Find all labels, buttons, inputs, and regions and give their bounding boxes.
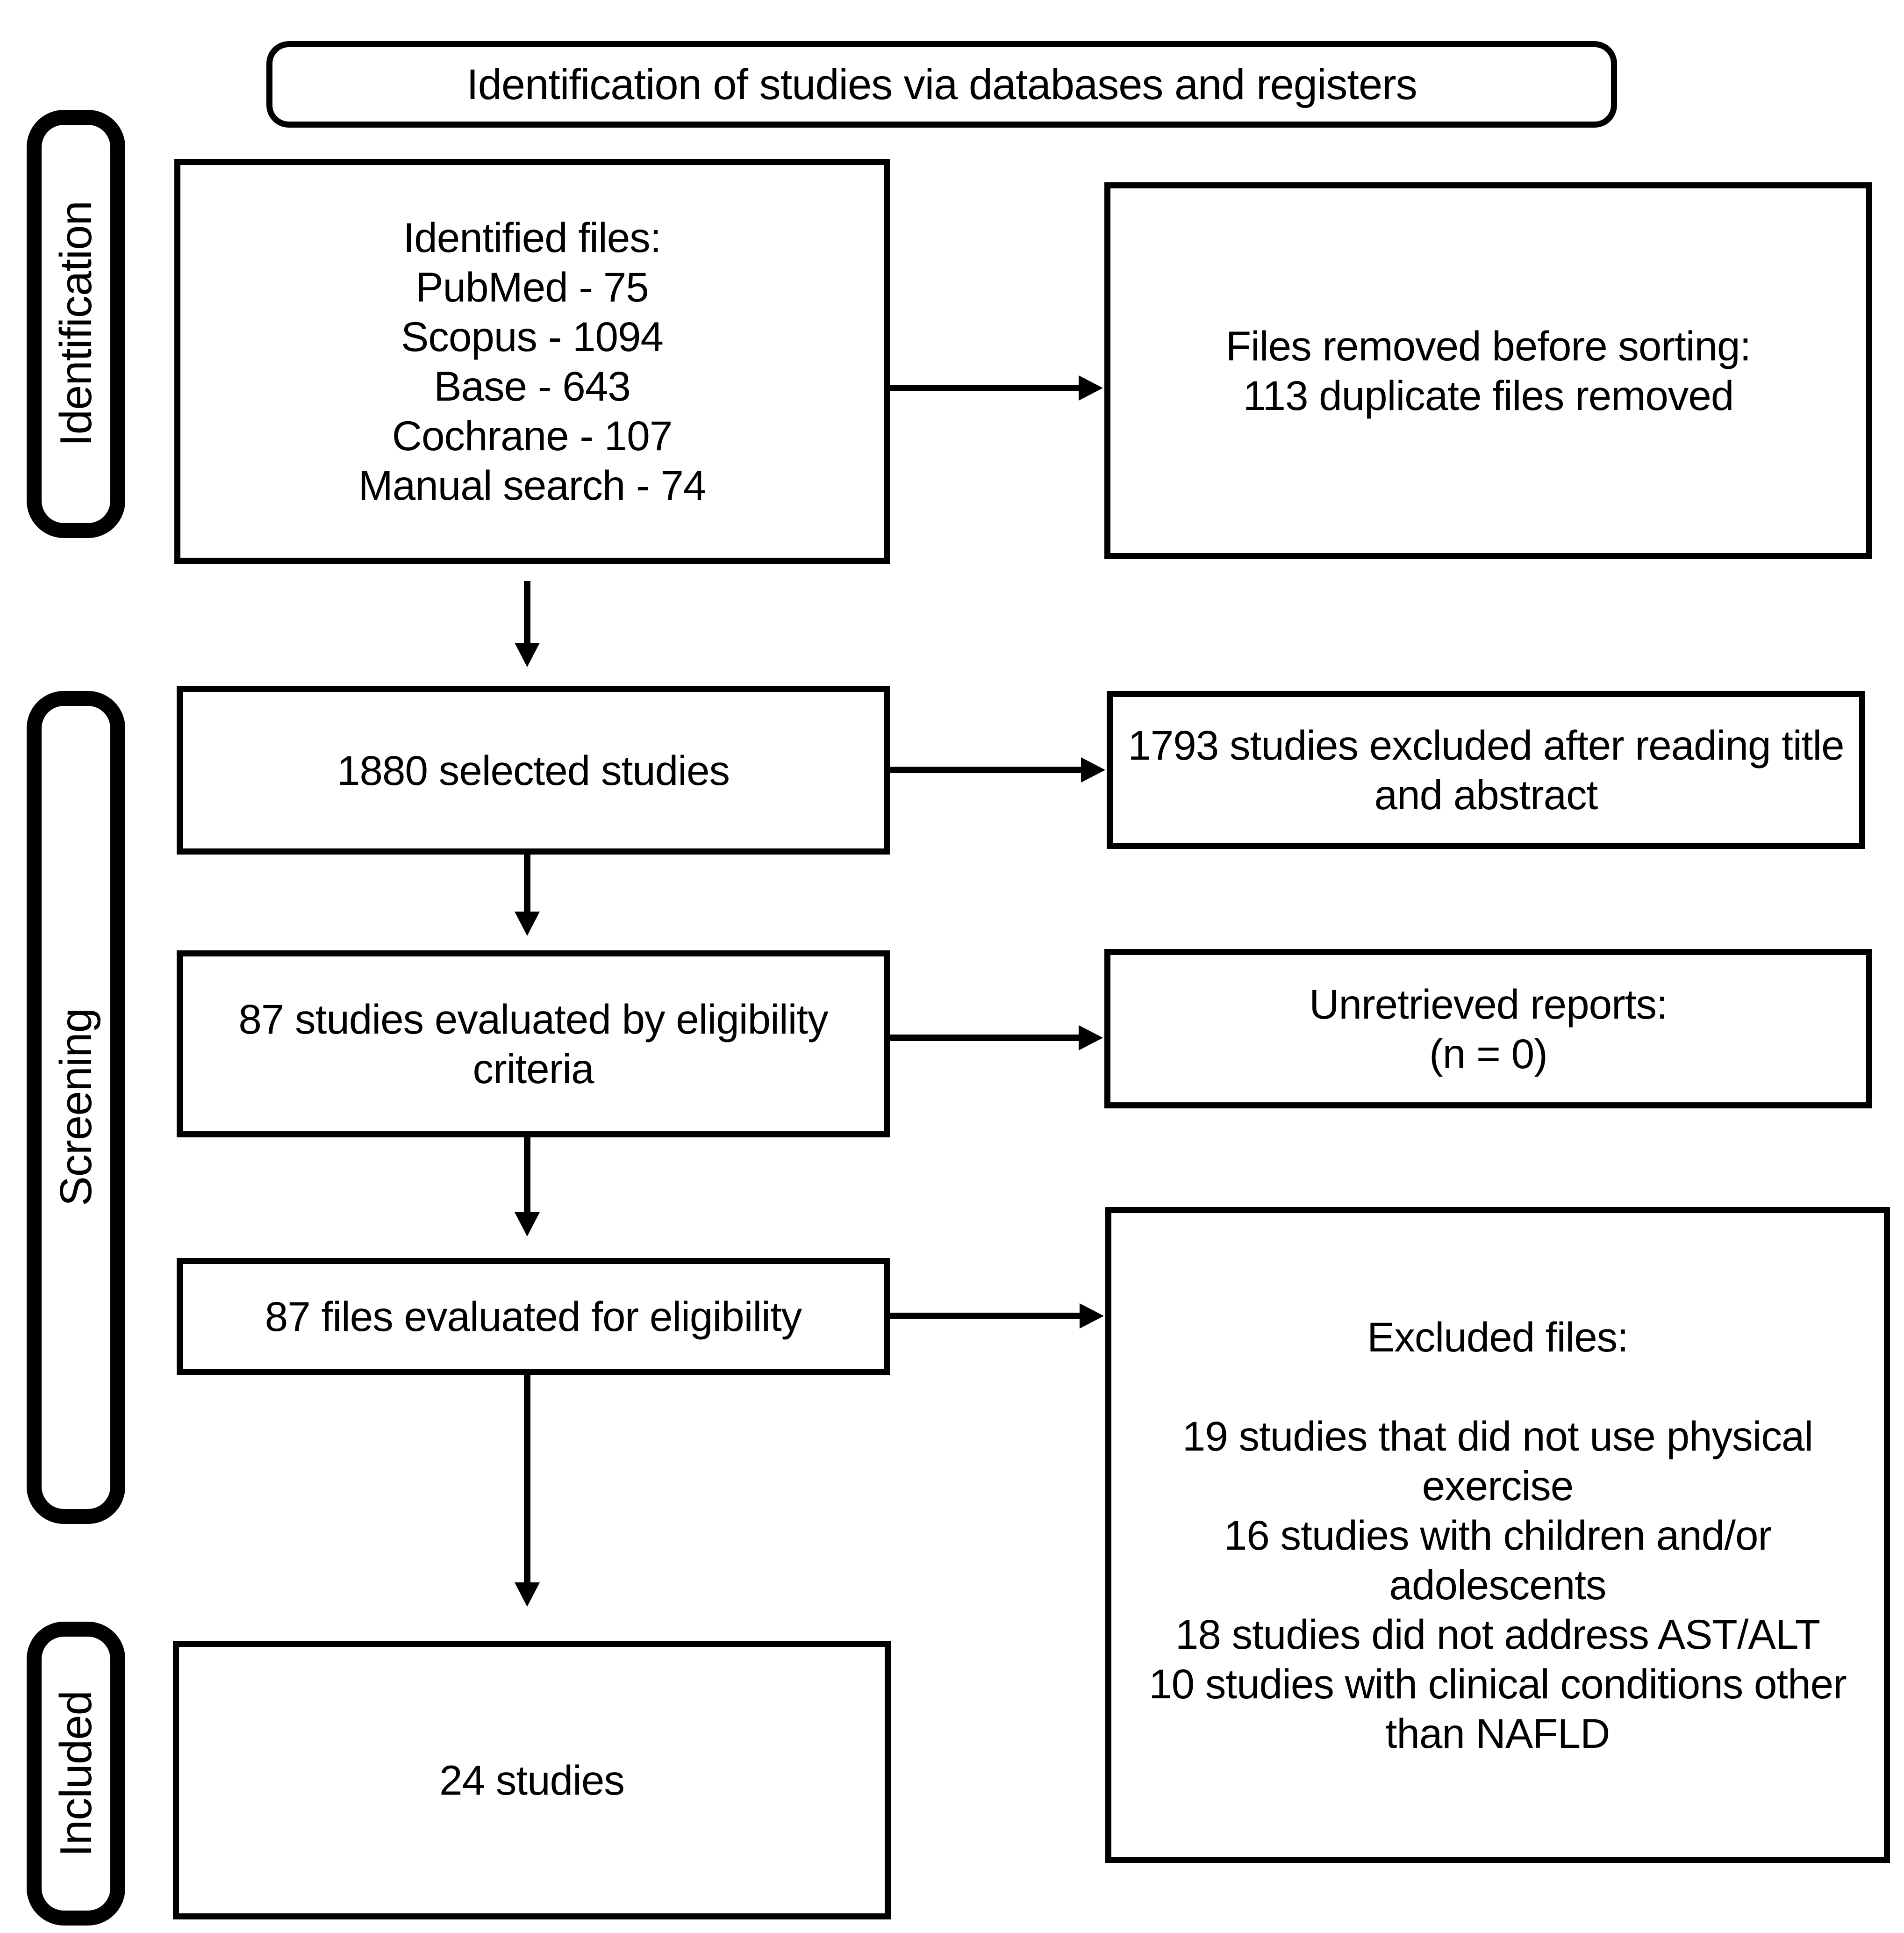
- box-unretrieved-reports-text: Unretrieved reports: (n = 0): [1309, 980, 1668, 1077]
- arrow-right-icon: [1080, 1303, 1104, 1329]
- box-excluded-files: Excluded files: 19 studies that did not …: [1105, 1207, 1890, 1863]
- box-excluded-title-abstract-text: 1793 studies excluded after reading titl…: [1128, 722, 1844, 818]
- stage-label-included: Included: [50, 1690, 101, 1857]
- stage-label-screening: Screening: [50, 1008, 101, 1207]
- box-excluded-files-text: Excluded files: 19 studies that did not …: [1149, 1313, 1847, 1757]
- box-excluded-title-abstract: 1793 studies excluded after reading titl…: [1107, 691, 1865, 849]
- box-evaluated-by-criteria-text: 87 studies evaluated by eligibility crit…: [238, 996, 828, 1092]
- box-evaluated-for-eligibility-text: 87 files evaluated for eligibility: [265, 1293, 802, 1340]
- box-included-studies-text: 24 studies: [439, 1757, 625, 1804]
- box-selected-studies-text: 1880 selected studies: [337, 747, 730, 794]
- arrow-down-icon: [515, 912, 540, 936]
- stage-bracket-identification: Identification: [27, 110, 125, 538]
- stage-label-identification: Identification: [50, 201, 101, 447]
- arrow-down-icon: [515, 1212, 540, 1236]
- title-box: Identification of studies via databases …: [266, 41, 1617, 128]
- stage-bracket-screening: Screening: [27, 691, 125, 1524]
- arrow-shaft: [889, 385, 1079, 391]
- arrow-shaft: [889, 1313, 1080, 1319]
- box-unretrieved-reports: Unretrieved reports: (n = 0): [1104, 949, 1872, 1108]
- arrow-down-icon: [515, 643, 540, 667]
- stage-bracket-included: Included: [27, 1622, 125, 1926]
- arrow-shaft: [524, 854, 530, 912]
- box-selected-studies: 1880 selected studies: [177, 686, 890, 855]
- box-evaluated-by-criteria: 87 studies evaluated by eligibility crit…: [177, 950, 890, 1137]
- box-files-removed-text: Files removed before sorting: 113 duplic…: [1225, 323, 1752, 419]
- box-included-studies: 24 studies: [173, 1641, 891, 1919]
- arrow-right-icon: [1079, 375, 1103, 401]
- box-evaluated-for-eligibility: 87 files evaluated for eligibility: [177, 1258, 890, 1375]
- box-identified-files-text: Identified files: PubMed - 75 Scopus - 1…: [358, 214, 707, 509]
- arrow-right-icon: [1079, 1025, 1103, 1050]
- arrow-shaft: [524, 1137, 530, 1212]
- arrow-right-icon: [1081, 757, 1105, 783]
- box-identified-files: Identified files: PubMed - 75 Scopus - 1…: [174, 159, 890, 564]
- arrow-shaft: [889, 767, 1081, 773]
- arrow-shaft: [524, 1375, 530, 1582]
- box-files-removed: Files removed before sorting: 113 duplic…: [1104, 182, 1872, 559]
- arrow-down-icon: [515, 1582, 540, 1607]
- arrow-shaft: [524, 581, 530, 643]
- diagram-title: Identification of studies via databases …: [466, 60, 1417, 108]
- arrow-shaft: [889, 1035, 1079, 1041]
